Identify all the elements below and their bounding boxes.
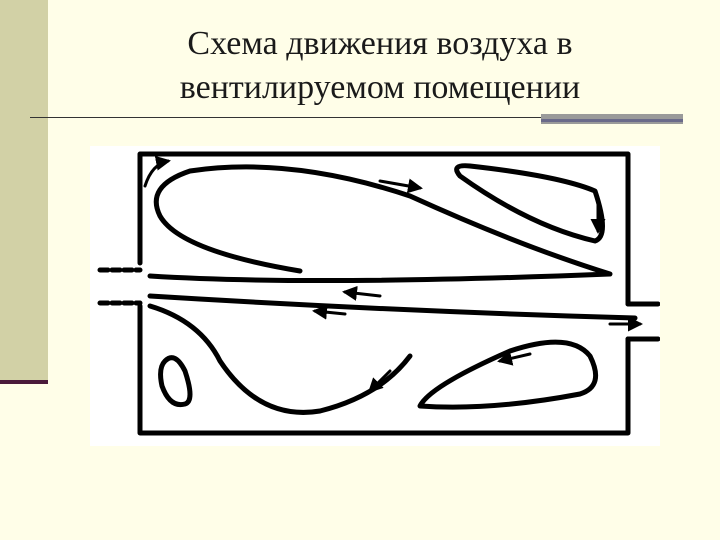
slide-sidebar [0,0,48,383]
title-accent-bar [541,114,683,124]
title-line-1: Схема движения воздуха в [187,25,573,62]
upper-right-loop [454,163,605,244]
room-wall-outline [137,151,631,307]
title-underline [30,117,682,118]
airflow-diagram-svg [97,151,660,436]
room-wall-bottom [137,303,631,436]
sidebar-edge [0,380,48,384]
central-jet-flow [147,293,638,321]
airflow-diagram [90,146,660,446]
lower-vortex-arrow [367,369,392,394]
title-line-2: вентилируемом помещении [179,69,581,106]
lower-left-loop [158,355,193,408]
page-title: Схема движения воздуха в вентилируемом п… [100,22,660,110]
lower-right-arrow [497,350,532,366]
central-jet-arrow [342,285,382,301]
lower-right-loop [417,339,599,410]
upper-vortex-arrow [378,178,423,194]
corner-swirl [143,155,171,188]
upper-vortex-flow [147,164,613,284]
central-jet-arrow-2 [312,304,347,320]
